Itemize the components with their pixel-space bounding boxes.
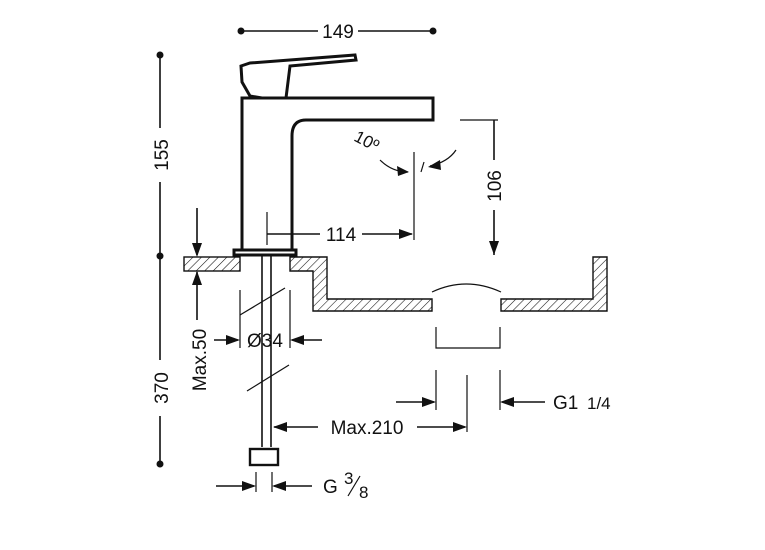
faucet-body xyxy=(232,53,435,257)
spout-height-label: 106 xyxy=(485,170,506,202)
waste-thread-fraction: 1/4 xyxy=(587,394,611,413)
upper-height-label: 155 xyxy=(152,139,173,171)
dim-waste-thread: G1 1/4 xyxy=(396,327,611,414)
supply-hose xyxy=(239,256,290,467)
dim-left-heights: 155 370 xyxy=(152,51,173,468)
counter-section xyxy=(183,256,608,312)
spout-column xyxy=(240,96,435,252)
lever-handle xyxy=(239,53,358,100)
dim-top-width: 149 xyxy=(237,22,437,43)
hose-length-label: Max.210 xyxy=(331,418,404,439)
deck-thickness-label: Max.50 xyxy=(190,329,211,391)
dim-supply-thread: G 3 8 xyxy=(216,469,368,502)
hole-diameter-label: Ø34 xyxy=(247,331,283,352)
dim-hose-length: Max.210 xyxy=(273,375,468,439)
spout-reach-label: 114 xyxy=(326,225,357,246)
dim-spout-height: 106 xyxy=(460,119,506,255)
dim-deck-thickness: Max.50 xyxy=(190,208,211,391)
supply-thread-numerator: 3 xyxy=(344,469,353,488)
basin-left-wall xyxy=(289,256,433,312)
top-width-label: 149 xyxy=(322,22,354,43)
deck-left xyxy=(183,256,241,272)
spout-angle-label: 10º xyxy=(351,127,382,156)
base-flange xyxy=(232,248,298,257)
dim-hole-diameter: Ø34 xyxy=(214,290,322,352)
hose-connector xyxy=(248,447,280,467)
supply-thread-denominator: 8 xyxy=(359,483,368,502)
lower-height-label: 370 xyxy=(152,372,173,404)
dim-spout-reach: 114 xyxy=(266,212,413,246)
waste-thread-label: G1 xyxy=(553,393,578,414)
basin-right-wall xyxy=(500,256,608,312)
dim-spout-angle: 10º xyxy=(351,127,457,240)
supply-thread-label: G xyxy=(323,477,338,498)
